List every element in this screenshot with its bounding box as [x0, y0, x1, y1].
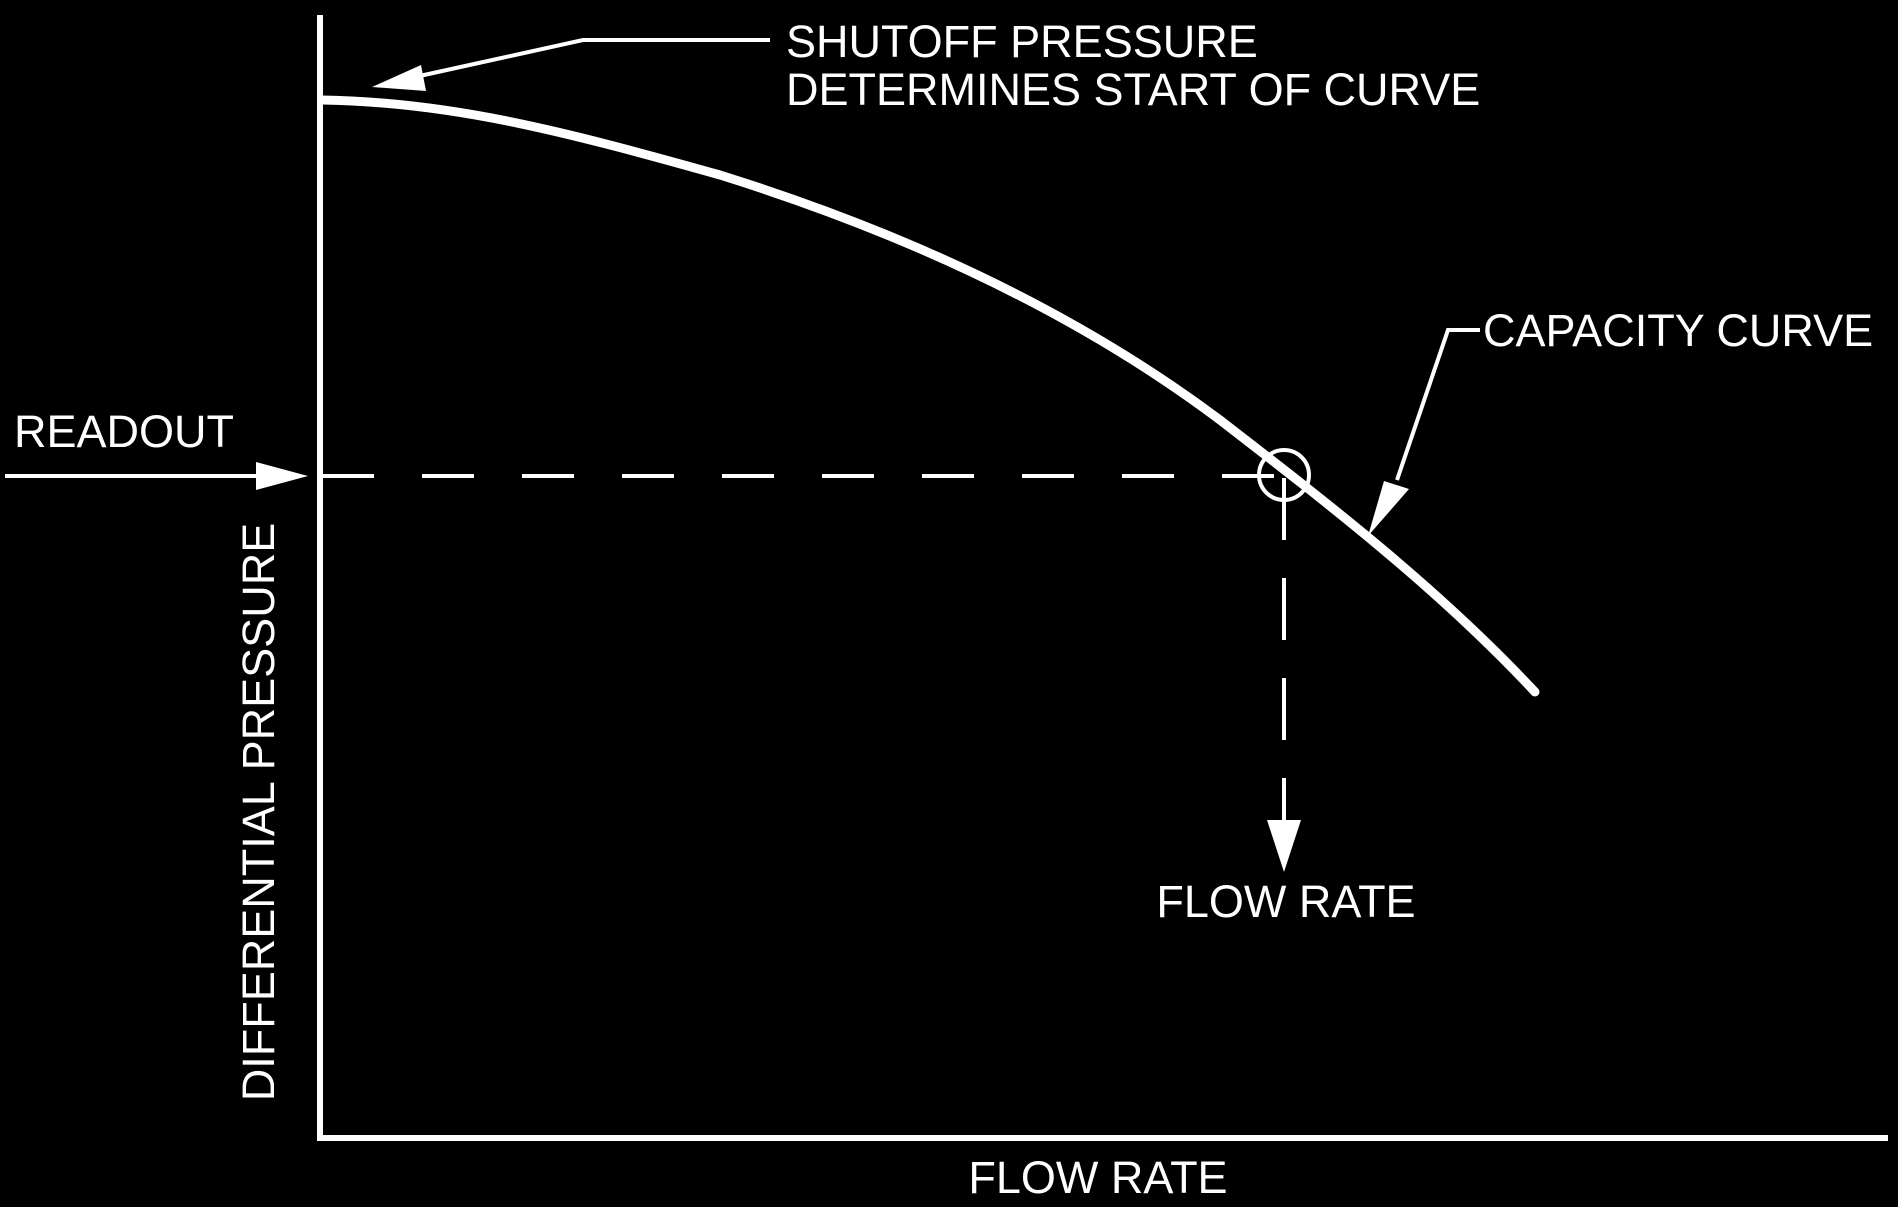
capacity-arrow-head	[1368, 481, 1409, 536]
shutoff-arrow-head	[372, 65, 426, 91]
capacity-curve-label: CAPACITY CURVE	[1483, 305, 1873, 356]
capacity-curve-line	[317, 95, 1540, 697]
readout-arrow-head	[256, 462, 308, 490]
shutoff-leader-line	[414, 38, 770, 79]
capacity-leader-line	[1395, 328, 1480, 481]
y-axis-label: DIFFERENTIAL PRESSURE	[233, 523, 284, 1101]
shutoff-label-line2: DETERMINES START OF CURVE	[786, 64, 1480, 115]
flow-rate-arrow-head	[1267, 820, 1301, 872]
x-axis-label: FLOW RATE	[968, 1152, 1227, 1203]
flow-rate-output-label: FLOW RATE	[1156, 876, 1415, 927]
shutoff-label-line1: SHUTOFF PRESSURE	[786, 16, 1258, 67]
readout-label: READOUT	[14, 406, 234, 457]
